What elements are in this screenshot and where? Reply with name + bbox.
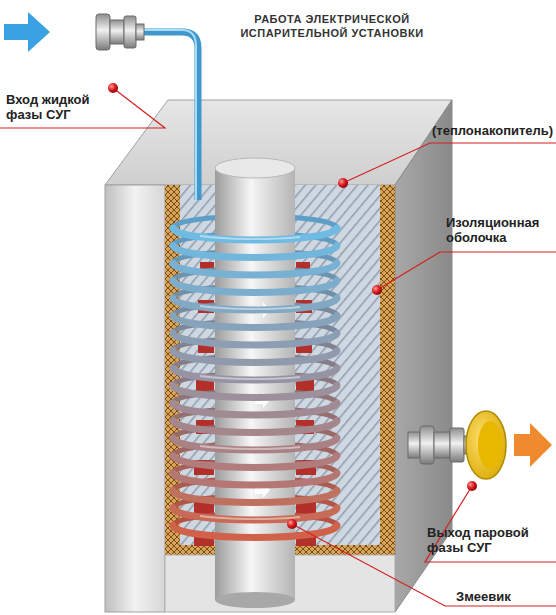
- callout-label: Вход жидкой фазы СУГ: [6, 92, 114, 122]
- leader-dots: [108, 83, 477, 529]
- outlet-flange: [466, 411, 506, 479]
- inlet-arrow: [4, 12, 50, 52]
- diagram-title: РАБОТА ЭЛЕКТРИЧЕСКОЙ ИСПАРИТЕЛЬНОЙ УСТАН…: [232, 12, 432, 40]
- heating-element-top: [215, 158, 295, 178]
- outlet-arrow: [514, 423, 552, 467]
- callout-label: Изоляционная оболочка: [446, 215, 554, 245]
- insulation-layer: [380, 185, 395, 555]
- leader-lines: [0, 88, 556, 606]
- coil-highlight: [200, 236, 300, 519]
- box-top: [105, 100, 452, 185]
- heating-element-bottom: [215, 592, 295, 608]
- callout-label: Выход паровой фазы СУГ: [427, 525, 552, 555]
- outlet-flange-face: [478, 421, 502, 469]
- inlet-fitting: [96, 14, 144, 50]
- coil-front: [173, 228, 337, 538]
- callout-label: (теплонакопитель): [432, 123, 556, 138]
- callout-label: Змеевик: [456, 589, 556, 604]
- box-front-wall: [105, 185, 165, 612]
